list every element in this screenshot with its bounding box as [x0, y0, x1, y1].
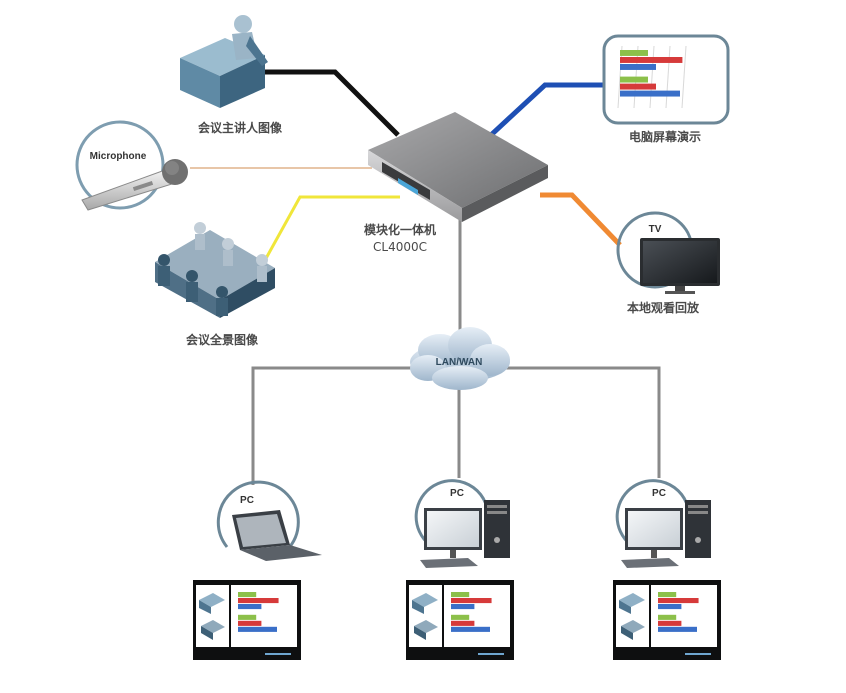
device-model: CL4000C	[373, 240, 427, 254]
thumbnail-bar	[620, 83, 656, 90]
thumbnail-bar	[658, 626, 697, 632]
thumbnail-bar	[620, 57, 683, 63]
thumbnail-bar	[238, 620, 262, 626]
thumbnail-bar	[620, 64, 656, 70]
tv-label: 本地观看回放	[627, 300, 700, 315]
thumbnail-bar	[238, 598, 279, 604]
microphone-icon	[81, 159, 188, 211]
pc-ring	[615, 479, 691, 547]
panorama-label: 会议全景图像	[186, 332, 259, 347]
thumbnail-bar	[451, 598, 492, 604]
thumbnail-bar	[238, 592, 257, 598]
screen-demo-node[interactable]: 电脑屏幕演示	[602, 34, 730, 144]
desktop-pc-icon	[420, 500, 510, 568]
tv-icon	[640, 238, 720, 294]
thumbnail-bar	[451, 626, 490, 632]
microphone-label: Microphone	[90, 151, 147, 162]
thumbnail-bar	[658, 604, 682, 610]
thumbnail-bar	[238, 614, 257, 620]
link-panorama	[262, 195, 400, 263]
client-pc-laptop[interactable]: PC	[216, 480, 322, 561]
screen-thumbnail	[613, 580, 721, 660]
link-screen	[489, 82, 604, 137]
microphone-node[interactable]: Microphone	[75, 120, 188, 211]
network-links	[251, 210, 661, 485]
cloud-icon	[410, 327, 510, 390]
panorama-camera-node[interactable]: 会议全景图像	[155, 222, 275, 347]
link-speaker	[262, 69, 400, 137]
thumbnail-bar	[451, 620, 475, 626]
thumbnail-bar	[658, 592, 677, 598]
link-tv	[540, 192, 622, 247]
pc-ring-label: PC	[450, 488, 464, 499]
thumbnail-bar	[238, 626, 277, 632]
speaker-camera-node[interactable]: 会议主讲人图像	[180, 15, 283, 135]
desktop-pc-icon	[621, 500, 711, 568]
links	[190, 69, 661, 485]
pc-ring	[414, 479, 490, 547]
client-pc-desktop-1[interactable]: PC	[414, 479, 510, 568]
center-device-node[interactable]: 模块化一体机 CL4000C	[364, 112, 548, 254]
tv-node[interactable]: TV 本地观看回放	[616, 211, 720, 315]
screen-thumbnail	[193, 580, 301, 660]
bar-chart-thumbnail-icon	[617, 45, 687, 109]
screen-demo-label: 电脑屏幕演示	[629, 129, 701, 144]
thumbnail-bar	[451, 604, 475, 610]
thumbnail-bar	[451, 592, 470, 598]
laptop-icon	[232, 510, 322, 561]
pc-ring	[216, 480, 300, 552]
thumbnail-bar	[658, 598, 699, 604]
client-screen-thumbnails	[193, 580, 721, 660]
pc-ring-label: PC	[240, 495, 254, 506]
conference-table-icon	[155, 222, 275, 318]
speaker-podium-icon	[180, 15, 268, 108]
lan-wan-cloud: LAN/WAN	[410, 327, 510, 390]
thumbnail-bar	[658, 620, 682, 626]
thumbnail-bar	[658, 614, 677, 620]
device-name: 模块化一体机	[364, 222, 436, 237]
thumbnail-bar	[620, 50, 648, 56]
thumbnail-bar	[451, 614, 470, 620]
microphone-ring	[75, 120, 165, 210]
screen-thumbnail	[406, 580, 514, 660]
modular-device-icon	[368, 112, 548, 222]
thumbnail-bar	[620, 90, 680, 97]
lan-wan-label: LAN/WAN	[436, 357, 483, 368]
thumbnail-bar	[620, 76, 648, 83]
pc-ring-label: PC	[652, 488, 666, 499]
client-pc-desktop-2[interactable]: PC	[615, 479, 711, 568]
tv-ring-label: TV	[649, 224, 662, 235]
speaker-label: 会议主讲人图像	[198, 120, 283, 135]
thumbnail-bar	[238, 604, 262, 610]
